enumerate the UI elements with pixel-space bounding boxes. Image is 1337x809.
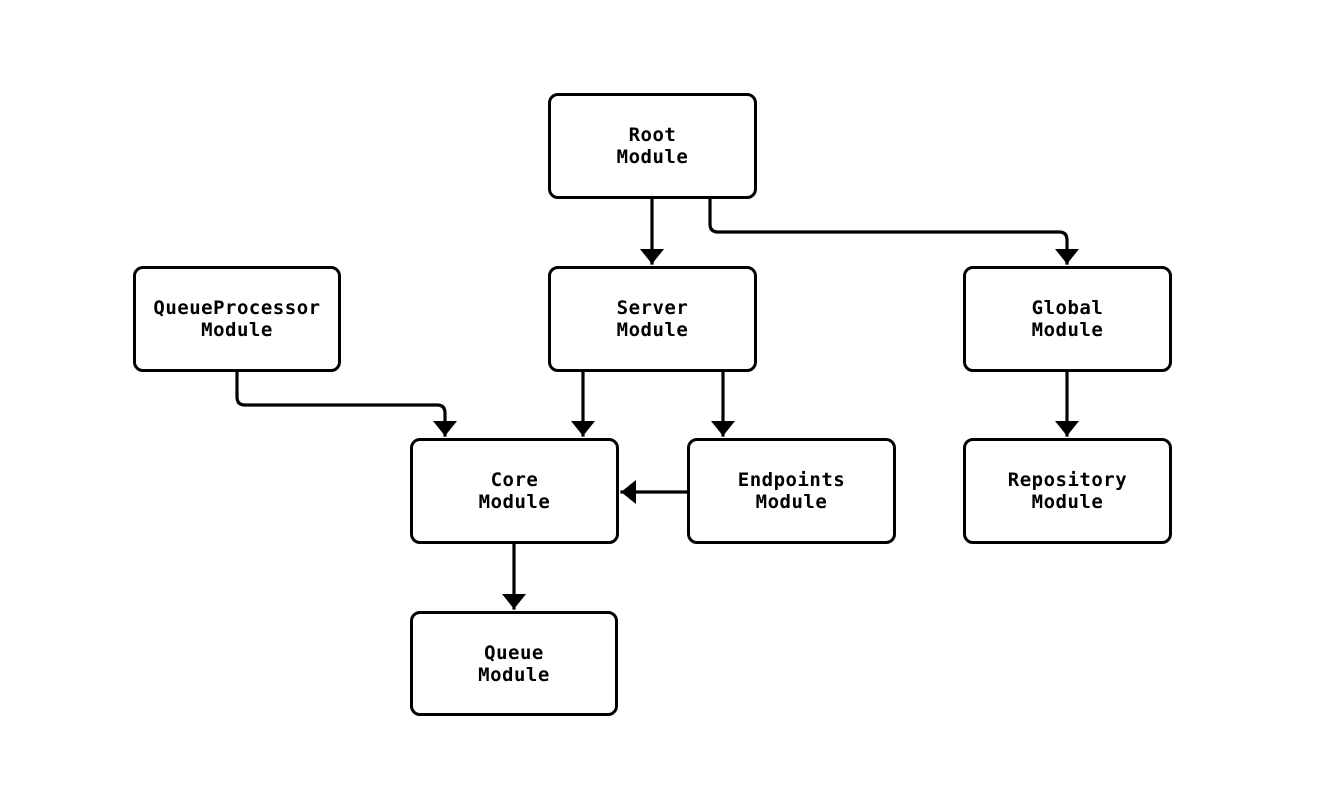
node-label-line: Core [490, 469, 539, 491]
node-label-line: Queue [484, 641, 544, 664]
node-label-line: Root [628, 124, 677, 146]
node-label-line: Module [478, 663, 550, 686]
node-label-line: Module [616, 146, 689, 168]
node-label-line: QueueProcessor [153, 297, 321, 319]
node-label-line: Module [616, 319, 689, 341]
node-label-line: Module [1031, 491, 1104, 513]
node-label-line: Repository [1007, 469, 1128, 491]
node-label-line: Server [616, 297, 689, 319]
edge-root-to-global [708, 197, 1079, 265]
node-label-line: Global [1031, 297, 1104, 319]
node-label-line: Module [755, 491, 828, 513]
node-label-line: Module [201, 319, 273, 341]
node-label-line: Endpoints [737, 469, 846, 491]
node-label-line: Module [1031, 319, 1104, 341]
node-label-line: Module [478, 491, 551, 513]
edge-queueprocessor-to-core [235, 370, 457, 437]
